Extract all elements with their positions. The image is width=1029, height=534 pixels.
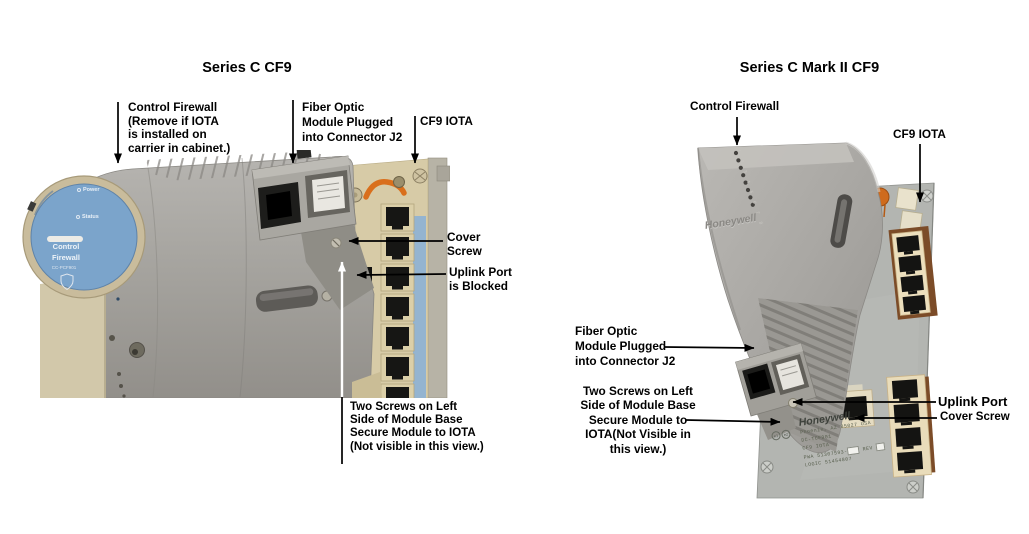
faceplate-model: CC-PCF901 [51,265,77,270]
callout-two-screws-left: Two Screws on Left Side of Module Base S… [350,401,484,453]
callout-two-screws-right: Two Screws on Left Side of Module Base S… [580,384,696,456]
module-top-face [698,143,854,170]
board-rev: REV [862,444,874,453]
callout-cf9-iota-right: CF9 IOTA [893,127,946,141]
rj45-group-top [888,226,938,320]
e2-mark: e2 [780,429,792,440]
callout-cover-screw-right: Cover Screw [940,411,1010,423]
faceplate-name: Control Firewall [52,242,80,262]
e1-mark: e1 [770,430,782,441]
status-label-text: Status [82,214,99,220]
rj45-jack-column [380,203,415,398]
body-holes [109,335,145,398]
arrow-two-screws-right [685,417,781,426]
body-crease [147,167,159,398]
arrow-uplink-port-left [356,270,447,279]
iota-blue-stripe [413,216,426,398]
honeywell-pill-logo [47,236,83,242]
body-crease [239,157,247,398]
board-rev-box [875,441,886,451]
fiber-optic-module-right [735,342,817,417]
fiber-optic-module [251,150,357,241]
callout-control-firewall-left: Control Firewall (Remove if IOTA is inst… [128,100,231,155]
power-led-icon [77,187,81,192]
module-left-shade [697,147,741,331]
module-base [352,372,382,398]
right-figure-title: Series C Mark II CF9 [739,60,880,76]
orange-component [363,179,407,200]
callout-fiber-optic-left: Fiber Optic Module Plugged into Connecto… [302,100,403,144]
iota-bracket [427,157,448,398]
power-led-label: Power [77,187,100,193]
left-photo-series-c-cf9 [22,150,450,398]
callout-control-firewall-right: Control Firewall [690,99,780,113]
control-firewall-faceplate [22,175,146,301]
power-label-text: Power [83,187,100,193]
fiber-module-label [312,176,345,212]
arrow-fiber-optic-right [663,343,755,352]
module-front-column [40,276,106,398]
callout-cover-screw-left: Cover Screw [447,230,482,258]
callout-uplink-port-right: Uplink Port [938,394,1008,409]
cover-screw [330,237,342,249]
right-photo-series-c-mark-ii-cf9 [697,141,938,499]
callout-fiber-optic-right: Fiber Optic Module Plugged into Connecto… [575,324,676,368]
callout-arrows [114,100,937,464]
callout-uplink-port-left: Uplink Port is Blocked [449,265,512,293]
led-dots [733,150,755,207]
shield-icon [60,273,74,291]
board-pwa-box [846,445,860,456]
fiber-module-label [775,359,805,391]
callout-cf9-iota-left: CF9 IOTA [420,114,473,128]
handle-slot [255,285,318,312]
left-figure-title: Series C CF9 [202,60,292,76]
cover-screw [788,398,798,408]
bracket-tab [436,165,450,182]
ivory-connectors [895,187,923,234]
module-latch [830,194,853,248]
status-led-label: Status [76,214,99,220]
status-led-icon [76,214,80,219]
module-right-highlight [845,141,881,193]
